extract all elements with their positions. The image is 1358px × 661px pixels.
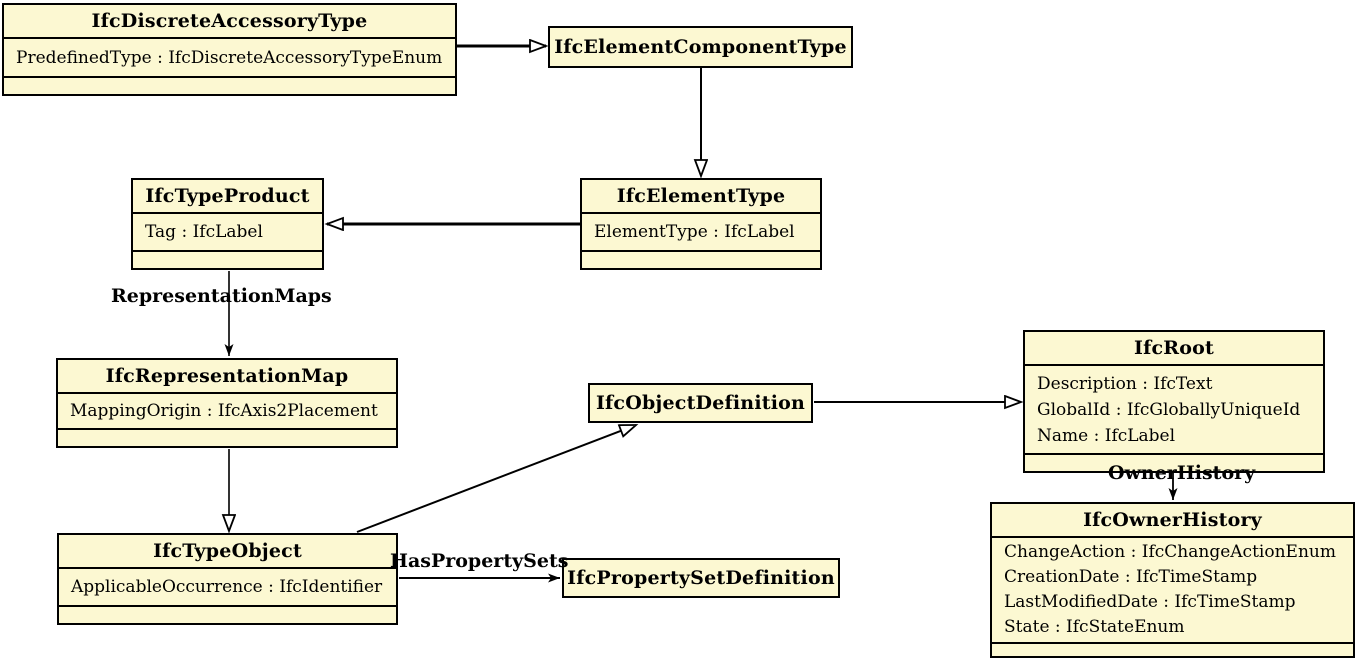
class-attribute: GlobalId : IfcGloballyUniqueId <box>1037 399 1301 420</box>
edge-label-representationmaps: RepresentationMaps <box>111 285 332 307</box>
class-box-ifcdiscreteaccessorytype[interactable]: IfcDiscreteAccessoryType PredefinedType … <box>2 3 457 96</box>
class-box-ifctypeobject[interactable]: IfcTypeObject ApplicableOccurrence : Ifc… <box>57 533 398 625</box>
class-box-ifcelementcomponenttype[interactable]: IfcElementComponentType <box>548 26 853 68</box>
class-attribute: Name : IfcLabel <box>1037 425 1176 446</box>
class-attribute: CreationDate : IfcTimeStamp <box>1004 567 1258 587</box>
class-attribute: MappingOrigin : IfcAxis2Placement <box>70 401 378 421</box>
class-attribute: ElementType : IfcLabel <box>594 222 795 242</box>
edge-label-haspropertysets: HasPropertySets <box>390 550 569 572</box>
class-title: IfcDiscreteAccessoryType <box>4 5 455 39</box>
class-box-ifcroot[interactable]: IfcRoot Description : IfcText GlobalId :… <box>1023 330 1325 473</box>
class-title: IfcObjectDefinition <box>595 392 806 414</box>
class-box-ifcrepresentationmap[interactable]: IfcRepresentationMap MappingOrigin : Ifc… <box>56 358 398 448</box>
class-empty-compartment <box>4 78 455 94</box>
class-empty-compartment <box>59 607 396 623</box>
edge-label-ownerhistory: OwnerHistory <box>1108 462 1256 484</box>
class-box-ifcownerhistory[interactable]: IfcOwnerHistory ChangeAction : IfcChange… <box>990 502 1355 658</box>
class-attribute: LastModifiedDate : IfcTimeStamp <box>1004 592 1296 612</box>
class-box-ifctypeproduct[interactable]: IfcTypeProduct Tag : IfcLabel <box>131 178 324 270</box>
edge-generalization-typeobject-objectdefinition <box>356 424 636 533</box>
class-empty-compartment <box>582 252 820 268</box>
class-attribute: Tag : IfcLabel <box>145 222 263 242</box>
class-empty-compartment <box>58 430 396 446</box>
class-title: IfcOwnerHistory <box>992 504 1353 538</box>
class-attribute: Description : IfcText <box>1037 373 1213 394</box>
class-title: IfcTypeObject <box>59 535 396 569</box>
class-title: IfcTypeProduct <box>133 180 322 214</box>
class-attribute: State : IfcStateEnum <box>1004 617 1185 637</box>
class-title: IfcRoot <box>1025 332 1323 366</box>
class-box-ifcpropertysetdefinition[interactable]: IfcPropertySetDefinition <box>562 558 840 598</box>
class-attribute: ChangeAction : IfcChangeActionEnum <box>1004 542 1336 562</box>
class-attribute: ApplicableOccurrence : IfcIdentifier <box>71 577 383 597</box>
class-title: IfcRepresentationMap <box>58 360 396 394</box>
class-empty-compartment <box>133 252 322 268</box>
class-attribute: PredefinedType : IfcDiscreteAccessoryTyp… <box>16 47 443 68</box>
class-title: IfcElementType <box>582 180 820 214</box>
class-empty-compartment <box>992 644 1353 660</box>
class-title: IfcElementComponentType <box>554 36 847 58</box>
class-box-ifcelementtype[interactable]: IfcElementType ElementType : IfcLabel <box>580 178 822 270</box>
class-title: IfcPropertySetDefinition <box>567 567 835 589</box>
class-box-ifcobjectdefinition[interactable]: IfcObjectDefinition <box>588 383 813 423</box>
